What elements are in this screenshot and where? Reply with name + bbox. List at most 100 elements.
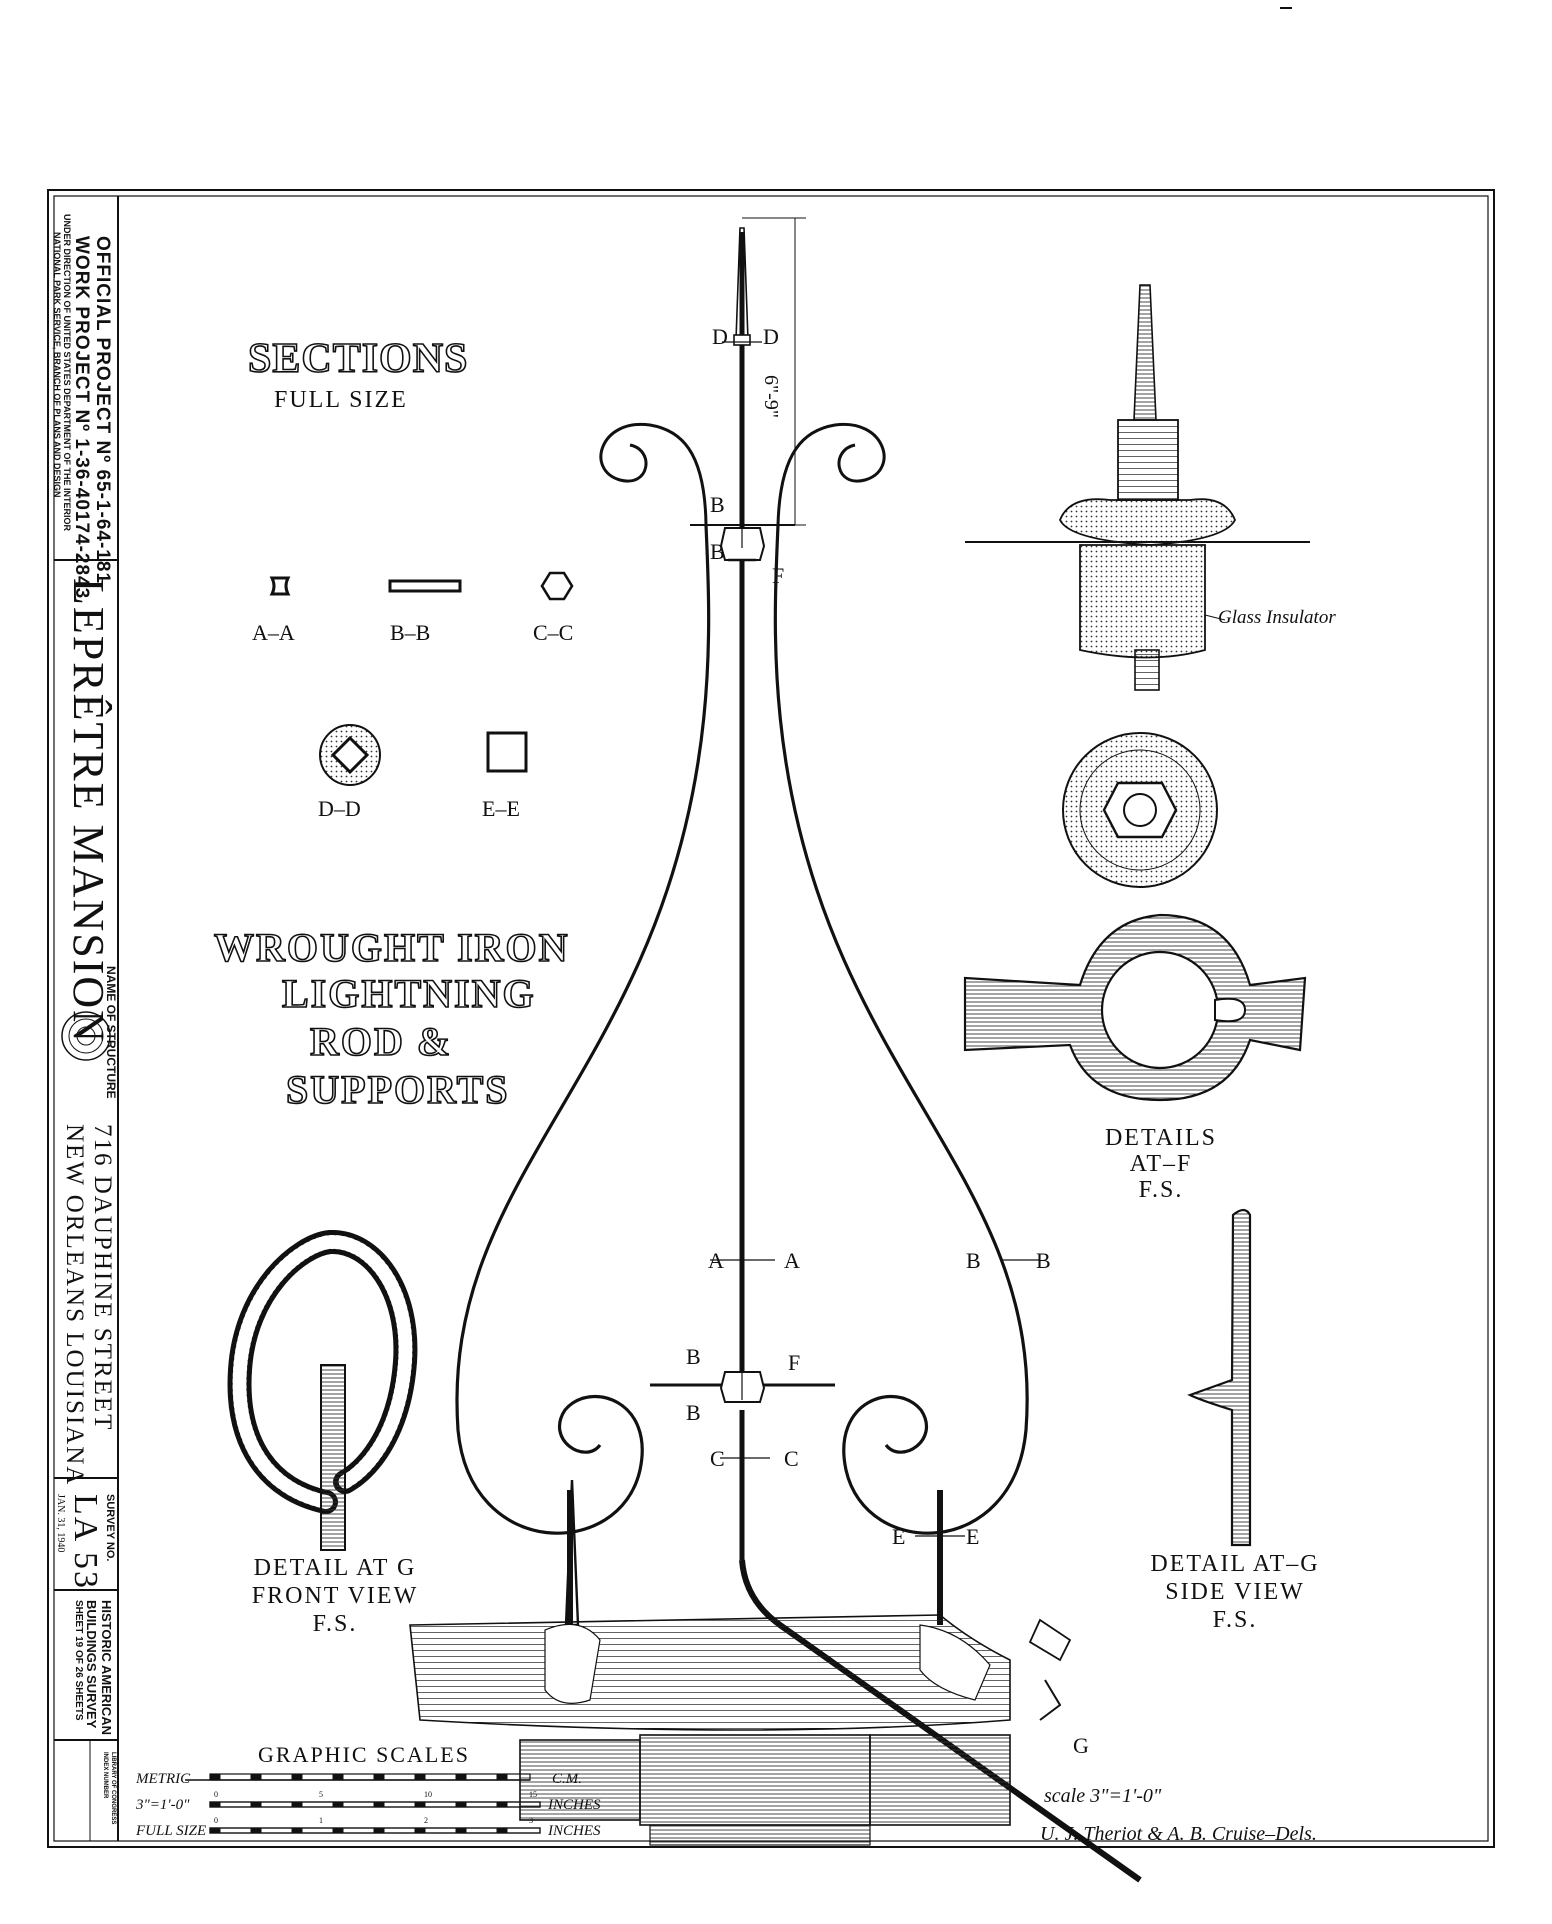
- rod-label-d-right: D: [763, 324, 779, 349]
- rod-label-d-left: D: [712, 324, 728, 349]
- rod-label-b-top-1: B: [710, 492, 725, 517]
- detail-g-front-line-3: F.S.: [312, 1611, 358, 1637]
- scale-block: [250, 1827, 262, 1834]
- scale-block: [291, 1773, 303, 1781]
- survey-number: LA 53: [67, 1494, 104, 1590]
- rod-label-b-top-2: B: [710, 539, 725, 564]
- scale-block: [250, 1801, 262, 1808]
- scale-block: [332, 1773, 344, 1781]
- scale-block: [414, 1773, 426, 1781]
- outer-border: [47, 189, 1495, 1848]
- scale-imperial-tick-label: 0: [214, 1790, 218, 1799]
- scale-block: [496, 1773, 508, 1781]
- scale-block: [414, 1801, 426, 1808]
- details-f-line-2: AT–F: [1129, 1151, 1193, 1177]
- scale-block: [455, 1801, 467, 1808]
- scale-full-tick-label: 2: [424, 1816, 428, 1825]
- scale-full-tick-label: 0: [214, 1816, 218, 1825]
- sections-title: SECTIONS: [247, 336, 469, 382]
- section-label-d: D–D: [318, 796, 361, 821]
- glass-insulator-detail: [965, 284, 1310, 691]
- scale-full-unit: INCHES: [548, 1823, 601, 1839]
- section-b-shape: [388, 579, 462, 593]
- library-line-2: INDEX NUMBER: [102, 1752, 108, 1799]
- detail-g-front-line-1: DETAIL AT G: [253, 1555, 417, 1581]
- section-label-a: A–A: [252, 620, 295, 645]
- section-cut-lines: [710, 341, 1040, 1537]
- main-title-line-3: ROD &: [309, 1019, 453, 1064]
- habs-line-2: BUILDINGS SURVEY: [84, 1600, 99, 1729]
- insulator-plan-view: [1062, 732, 1218, 888]
- section-c-shape: [540, 571, 574, 601]
- rod-label-a-right: A: [784, 1248, 800, 1273]
- rod-label-f-low: F: [788, 1350, 801, 1375]
- rod-label-a-left: A: [708, 1248, 724, 1273]
- scale-imperial-unit: INCHES: [548, 1797, 601, 1813]
- graphic-scale-bars: [185, 1773, 541, 1834]
- address-line-2: NEW ORLEANS LOUISIANA: [61, 1124, 88, 1487]
- rod-label-f-top: F: [772, 563, 785, 588]
- rod-dimension: 6"-9": [760, 375, 782, 418]
- main-title-line-4: SUPPORTS: [285, 1067, 510, 1112]
- scale-block: [209, 1827, 221, 1834]
- graphic-scales-title: GRAPHIC SCALES: [258, 1742, 470, 1767]
- scale-block: [496, 1801, 508, 1808]
- rod-label-b-right-2: B: [1036, 1248, 1051, 1273]
- main-title-line-2: LIGHTNING: [281, 971, 536, 1016]
- detail-g-side-line-2: SIDE VIEW: [1165, 1579, 1305, 1605]
- dimension-line: [742, 217, 806, 526]
- habs-seal: [61, 1011, 111, 1061]
- scale-metric-label: METRIC: [136, 1771, 191, 1787]
- title-block-frame: [54, 196, 119, 1841]
- rod-label-b-right-1: B: [966, 1248, 981, 1273]
- clamp-detail-f: [963, 913, 1307, 1102]
- scale-note: scale 3"=1'-0": [1044, 1785, 1162, 1807]
- scale-block: [332, 1801, 344, 1808]
- rod-label-c-left: C: [710, 1446, 725, 1471]
- sections-subtitle: FULL SIZE: [274, 387, 408, 413]
- rod-label-b-low-1: B: [686, 1344, 701, 1369]
- scale-block: [373, 1801, 385, 1808]
- survey-no-label: SURVEY NO.: [104, 1494, 116, 1562]
- rod-label-c-right: C: [784, 1446, 799, 1471]
- sheet-number: SHEET 19 OF 26 SHEETS: [73, 1600, 84, 1721]
- scale-block: [414, 1827, 426, 1834]
- section-label-c: C–C: [533, 620, 574, 645]
- park-service-note: NATIONAL PARK SERVICE, BRANCH OF PLANS A…: [52, 232, 62, 498]
- detail-g-side-line-1: DETAIL AT–G: [1150, 1551, 1320, 1577]
- scale-block: [291, 1827, 303, 1834]
- section-label-b: B–B: [390, 620, 431, 645]
- scale-full-label: FULL SIZE: [136, 1823, 207, 1839]
- rod-label-b-low-2: B: [686, 1400, 701, 1425]
- work-project-number: WORK PROJECT Nº 1-36-40174-2843: [71, 236, 92, 600]
- glass-insulator-label: Glass Insulator: [1218, 607, 1336, 628]
- scale-block: [373, 1827, 385, 1834]
- under-direction-note: UNDER DIRECTION OF UNITED STATES DEPARTM…: [62, 214, 72, 531]
- section-label-e: E–E: [482, 796, 520, 821]
- detail-g-front-line-2: FRONT VIEW: [251, 1583, 419, 1609]
- scale-imperial-tick-label: 10: [424, 1790, 432, 1799]
- details-f-line-1: DETAILS: [1104, 1125, 1218, 1151]
- library-line-1: LIBRARY OF CONGRESS: [110, 1752, 116, 1825]
- masonry-parapet: [409, 1614, 1011, 1846]
- section-shapes: [269, 571, 574, 786]
- main-title-line-1: WROUGHT IRON: [213, 925, 570, 970]
- rod-label-e-right: E: [966, 1524, 980, 1549]
- scale-block: [250, 1773, 262, 1781]
- name-of-structure-label: NAME OF STRUCTURE: [104, 966, 118, 1099]
- detail-g-front-view: [227, 1230, 418, 1551]
- scale-block: [209, 1801, 221, 1808]
- scale-imperial-tick-label: 5: [319, 1790, 323, 1799]
- scale-block: [496, 1827, 508, 1834]
- scale-block: [373, 1773, 385, 1781]
- scale-full-tick-label: 3: [529, 1816, 533, 1825]
- scale-block: [332, 1827, 344, 1834]
- habs-line-1: HISTORIC AMERICAN: [99, 1600, 114, 1736]
- delineators-credit: U. J. Theriot & A. B. Cruise–Dels.: [1040, 1823, 1317, 1845]
- scale-block: [291, 1801, 303, 1808]
- detail-g-side-line-3: F.S.: [1212, 1607, 1258, 1633]
- scale-block: [455, 1773, 467, 1781]
- address-line-1: 716 DAUPHINE STREET: [89, 1124, 116, 1432]
- details-f-line-3: F.S.: [1138, 1177, 1184, 1203]
